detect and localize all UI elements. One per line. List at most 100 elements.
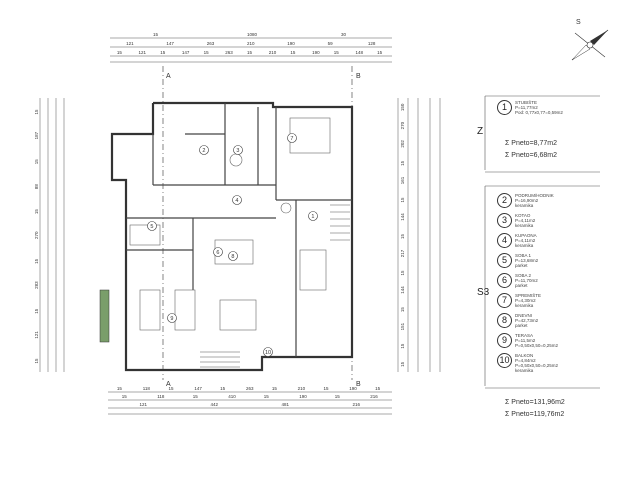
dimension-label: 190 — [287, 41, 295, 46]
dimension-label: 263 — [207, 41, 215, 46]
dimension-label: 1080 — [247, 32, 258, 37]
dimension-label: 150 — [400, 103, 405, 111]
room-number: 7 — [290, 136, 293, 142]
dimension-label: 15 — [400, 343, 405, 349]
section-mark-a-bottom: A — [166, 381, 171, 388]
dimension-label: 270 — [400, 121, 405, 129]
s3-sum-2: Σ Pneto=119,76m2 — [505, 411, 565, 418]
dimension-label: 481 — [282, 402, 290, 407]
dimension-label: 15 — [169, 386, 175, 391]
legend-item-number: 5 — [497, 253, 512, 268]
dimension-label: 15 — [122, 394, 128, 399]
dimension-label: 210 — [247, 41, 255, 46]
room-number: 10 — [265, 350, 271, 356]
dimension-label: 15 — [400, 233, 405, 239]
room-marker-circle — [232, 195, 242, 205]
dimension-label: 202 — [400, 140, 405, 148]
room-number: 6 — [216, 250, 219, 256]
exterior-walls — [110, 101, 354, 372]
dimension-label: 15 — [377, 50, 383, 55]
room-number: 4 — [235, 198, 238, 204]
dimension-label: 442 — [211, 402, 219, 407]
dimension-label: 15 — [400, 197, 405, 203]
interior-walls — [126, 103, 352, 357]
dimension-label: 121 — [140, 402, 148, 407]
dimension-label: 217 — [400, 249, 405, 257]
dimension-label: 15 — [335, 394, 341, 399]
dimension-label: 15 — [34, 308, 39, 314]
dimension-label: 15 — [153, 32, 159, 37]
room-marker-circle — [287, 133, 297, 143]
dimension-label: 15 — [34, 159, 39, 165]
legend-item-number: 8 — [497, 313, 512, 328]
dimension-label: 283 — [34, 281, 39, 289]
room-marker-circle — [167, 313, 177, 323]
dimension-label: 128 — [368, 41, 376, 46]
dimension-label: 15 — [272, 386, 278, 391]
room-number: 3 — [236, 148, 239, 154]
dimension-label: 118 — [157, 394, 165, 399]
dimension-label: 15 — [220, 386, 226, 391]
room-number: 5 — [150, 224, 153, 230]
dimension-label: 151 — [400, 322, 405, 330]
dimension-label: 148 — [355, 50, 363, 55]
room-marker-circle — [263, 347, 273, 357]
dimension-label: 15 — [117, 386, 123, 391]
dimension-label: 270 — [34, 231, 39, 239]
dimension-label: 144 — [400, 286, 405, 294]
dimension-label: 15 — [323, 386, 329, 391]
legend-item-number: 1 — [497, 100, 512, 115]
dimension-label: 15 — [400, 160, 405, 166]
dimension-label: 15 — [34, 258, 39, 264]
compass-north-label: S — [576, 19, 581, 26]
s3-sum-1: Σ Pneto=131,96m2 — [505, 399, 565, 406]
legend-item-number: 6 — [497, 273, 512, 288]
z-sum-1: Σ Pneto=8,77m2 — [505, 140, 558, 147]
z-sum-2: Σ Pneto=6,68m2 — [505, 152, 558, 159]
dimension-label: 121 — [126, 41, 134, 46]
dimension-label: 15 — [34, 109, 39, 115]
dimension-label: 190 — [312, 50, 320, 55]
legend-item-number: 9 — [497, 333, 512, 348]
dimension-label: 410 — [228, 394, 236, 399]
section-mark-a-top: A — [166, 73, 171, 80]
floor-label: S3 — [477, 287, 490, 298]
dimension-label: 30 — [341, 32, 347, 37]
bottom-dimension-lines — [108, 391, 392, 415]
dimension-label: 59 — [328, 41, 334, 46]
room-marker-circle — [199, 145, 209, 155]
legend-item-number: 2 — [497, 193, 512, 208]
left-dimension-lines — [39, 98, 65, 372]
section-mark-b-top: B — [356, 73, 361, 80]
dimension-label: 161 — [400, 176, 405, 184]
room-marker-circle — [147, 221, 157, 231]
furniture — [129, 117, 331, 331]
room-number: 2 — [202, 148, 205, 154]
dimension-label: 15 — [247, 50, 253, 55]
dimension-label: 15 — [34, 209, 39, 215]
dimension-label: 147 — [182, 50, 190, 55]
room-number: 8 — [231, 254, 234, 260]
stair-hatch — [200, 204, 350, 368]
dimension-label: 144 — [400, 213, 405, 221]
dimension-label: 15 — [375, 386, 381, 391]
room-marker-circle — [308, 211, 318, 221]
